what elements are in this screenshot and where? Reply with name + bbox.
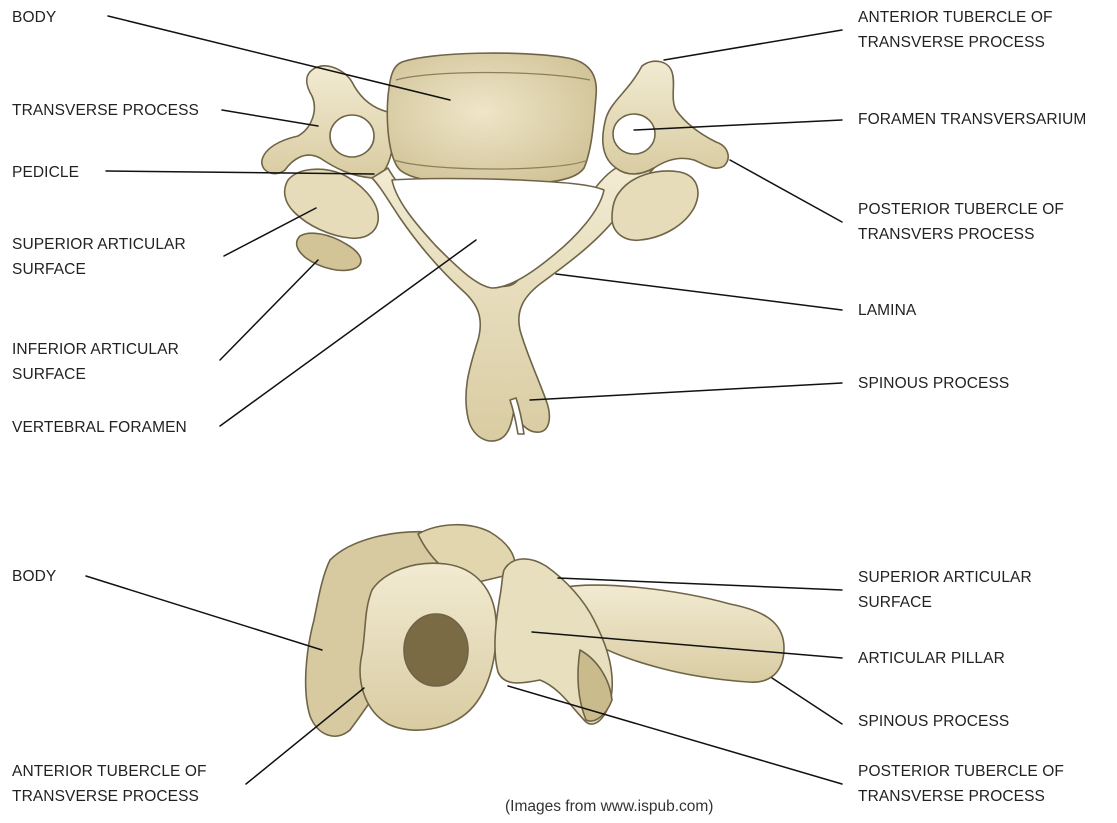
label-side-anterior-tubercle-line1: ANTERIOR TUBERCLE OF [12, 759, 207, 784]
label-body: BODY [12, 5, 56, 30]
label-superior-articular-surface: SUPERIOR ARTICULAR SURFACE [12, 232, 186, 282]
top-vertebra [262, 53, 728, 441]
line-lamina [556, 274, 842, 310]
label-inferior-articular-surface-line1: INFERIOR ARTICULAR [12, 337, 179, 362]
left-transverse-process [262, 66, 392, 178]
label-side-superior-articular-surface-line1: SUPERIOR ARTICULAR [858, 565, 1032, 590]
label-lamina: LAMINA [858, 298, 916, 323]
label-side-spinous-process: SPINOUS PROCESS [858, 709, 1009, 734]
label-side-articular-pillar: ARTICULAR PILLAR [858, 646, 1005, 671]
label-side-anterior-tubercle-line2: TRANSVERSE PROCESS [12, 784, 207, 809]
label-vertebral-foramen: VERTEBRAL FORAMEN [12, 415, 187, 440]
label-spinous-process: SPINOUS PROCESS [858, 371, 1009, 396]
label-transverse-process: TRANSVERSE PROCESS [12, 98, 199, 123]
line-inferior-articular [220, 260, 318, 360]
line-side-body [86, 576, 322, 650]
label-pedicle: PEDICLE [12, 160, 79, 185]
label-inferior-articular-surface: INFERIOR ARTICULAR SURFACE [12, 337, 179, 387]
line-posterior-tubercle [730, 160, 842, 222]
label-side-posterior-tubercle-line2: TRANSVERSE PROCESS [858, 784, 1064, 809]
label-superior-articular-surface-line1: SUPERIOR ARTICULAR [12, 232, 186, 257]
label-side-body: BODY [12, 564, 56, 589]
line-body [108, 16, 450, 100]
line-side-spinous-process [772, 678, 842, 724]
left-foramen-transversarium [330, 115, 374, 157]
label-anterior-tubercle: ANTERIOR TUBERCLE OF TRANSVERSE PROCESS [858, 5, 1053, 55]
label-superior-articular-surface-line2: SURFACE [12, 257, 186, 282]
line-side-posterior-tubercle [508, 686, 842, 784]
line-transverse-process [222, 110, 318, 126]
label-anterior-tubercle-line2: TRANSVERSE PROCESS [858, 30, 1053, 55]
label-foramen-transversarium: FORAMEN TRANSVERSARIUM [858, 107, 1086, 132]
label-inferior-articular-surface-line2: SURFACE [12, 362, 179, 387]
label-side-posterior-tubercle: POSTERIOR TUBERCLE OF TRANSVERSE PROCESS [858, 759, 1064, 809]
vertebral-foramen [392, 179, 604, 289]
line-spinous-process [530, 383, 842, 400]
label-anterior-tubercle-line1: ANTERIOR TUBERCLE OF [858, 5, 1053, 30]
side-vertebra [306, 525, 784, 736]
right-foramen-transversarium [613, 114, 655, 154]
label-side-posterior-tubercle-line1: POSTERIOR TUBERCLE OF [858, 759, 1064, 784]
left-superior-articular-surface [285, 169, 379, 238]
label-posterior-tubercle-line2: TRANSVERS PROCESS [858, 222, 1064, 247]
label-side-superior-articular-surface-line2: SURFACE [858, 590, 1032, 615]
line-side-anterior-tubercle [246, 688, 364, 784]
image-credit: (Images from www.ispub.com) [505, 798, 713, 816]
label-posterior-tubercle-line1: POSTERIOR TUBERCLE OF [858, 197, 1064, 222]
label-side-superior-articular-surface: SUPERIOR ARTICULAR SURFACE [858, 565, 1032, 615]
side-foramen-transversarium [404, 614, 468, 686]
line-anterior-tubercle [664, 30, 842, 60]
label-posterior-tubercle: POSTERIOR TUBERCLE OF TRANSVERS PROCESS [858, 197, 1064, 247]
label-side-anterior-tubercle: ANTERIOR TUBERCLE OF TRANSVERSE PROCESS [12, 759, 207, 809]
